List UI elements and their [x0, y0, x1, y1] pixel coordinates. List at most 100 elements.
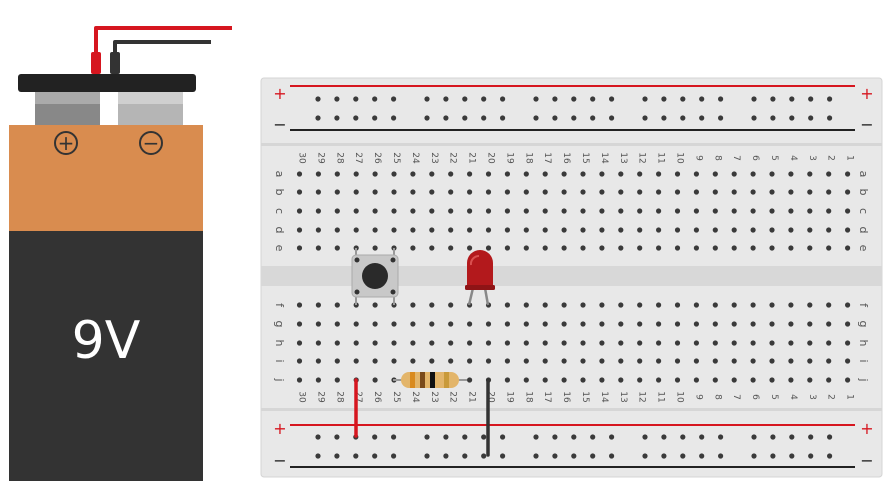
hole[interactable] — [731, 377, 737, 383]
hole[interactable] — [315, 208, 321, 214]
hole[interactable] — [410, 245, 416, 251]
hole[interactable] — [334, 189, 340, 195]
hole[interactable] — [561, 245, 567, 251]
hole[interactable] — [807, 358, 813, 364]
hole[interactable] — [504, 302, 510, 308]
hole[interactable] — [448, 171, 454, 177]
hole[interactable] — [410, 227, 416, 233]
hole[interactable] — [712, 321, 718, 327]
hole[interactable] — [693, 171, 700, 177]
hole[interactable] — [571, 434, 577, 440]
hole[interactable] — [542, 227, 548, 233]
hole[interactable] — [826, 340, 832, 346]
hole[interactable] — [429, 171, 435, 177]
hole[interactable] — [552, 434, 558, 440]
hole[interactable] — [590, 96, 596, 102]
hole[interactable] — [353, 227, 359, 233]
hole[interactable] — [826, 189, 832, 195]
hole[interactable] — [661, 453, 667, 459]
hole[interactable] — [637, 377, 643, 383]
hole[interactable] — [410, 208, 416, 214]
hole[interactable] — [315, 321, 321, 327]
hole[interactable] — [680, 453, 686, 459]
hole[interactable] — [845, 171, 851, 177]
hole[interactable] — [769, 302, 775, 308]
hole[interactable] — [788, 340, 794, 346]
hole[interactable] — [334, 377, 340, 383]
hole[interactable] — [424, 96, 430, 102]
hole[interactable] — [808, 96, 814, 102]
hole[interactable] — [372, 115, 378, 121]
hole[interactable] — [618, 377, 624, 383]
hole[interactable] — [448, 340, 454, 346]
hole[interactable] — [699, 453, 705, 459]
hole[interactable] — [712, 171, 718, 177]
hole[interactable] — [372, 208, 378, 214]
hole[interactable] — [807, 208, 813, 214]
hole[interactable] — [410, 321, 416, 327]
hole[interactable] — [769, 377, 775, 383]
hole[interactable] — [827, 96, 833, 102]
hole[interactable] — [561, 321, 567, 327]
hole[interactable] — [845, 358, 851, 364]
hole[interactable] — [485, 171, 492, 177]
hole[interactable] — [372, 171, 378, 177]
hole[interactable] — [731, 245, 737, 251]
hole[interactable] — [845, 302, 851, 308]
hole[interactable] — [693, 208, 700, 214]
hole[interactable] — [807, 377, 813, 383]
hole[interactable] — [693, 321, 700, 327]
hole[interactable] — [353, 96, 359, 102]
hole[interactable] — [429, 321, 435, 327]
hole[interactable] — [618, 340, 624, 346]
hole[interactable] — [637, 340, 643, 346]
hole[interactable] — [618, 245, 624, 251]
hole[interactable] — [827, 115, 833, 121]
hole[interactable] — [500, 453, 506, 459]
hole[interactable] — [599, 171, 605, 177]
hole[interactable] — [637, 358, 643, 364]
hole[interactable] — [296, 245, 303, 251]
hole[interactable] — [674, 302, 681, 308]
hole[interactable] — [656, 377, 662, 383]
hole[interactable] — [826, 321, 832, 327]
hole[interactable] — [827, 434, 833, 440]
hole[interactable] — [561, 189, 567, 195]
hole[interactable] — [674, 377, 681, 383]
hole[interactable] — [523, 302, 529, 308]
hole[interactable] — [674, 227, 681, 233]
hole[interactable] — [789, 453, 795, 459]
hole[interactable] — [580, 340, 586, 346]
hole[interactable] — [391, 208, 397, 214]
hole[interactable] — [485, 321, 492, 327]
hole[interactable] — [789, 434, 795, 440]
wire-red-battery-to-rail[interactable] — [94, 26, 232, 62]
hole[interactable] — [315, 115, 321, 121]
hole[interactable] — [504, 189, 510, 195]
hole[interactable] — [353, 208, 359, 214]
hole[interactable] — [448, 189, 454, 195]
hole[interactable] — [637, 245, 643, 251]
hole[interactable] — [533, 434, 539, 440]
hole[interactable] — [429, 340, 435, 346]
hole[interactable] — [467, 377, 473, 383]
hole[interactable] — [334, 208, 340, 214]
hole[interactable] — [637, 321, 643, 327]
hole[interactable] — [807, 189, 813, 195]
hole[interactable] — [391, 96, 397, 102]
hole[interactable] — [807, 171, 813, 177]
hole[interactable] — [334, 434, 340, 440]
hole[interactable] — [561, 340, 567, 346]
hole[interactable] — [372, 189, 378, 195]
hole[interactable] — [571, 115, 577, 121]
hole[interactable] — [642, 453, 648, 459]
hole[interactable] — [674, 321, 681, 327]
hole[interactable] — [807, 227, 813, 233]
hole[interactable] — [372, 377, 378, 383]
hole[interactable] — [656, 208, 662, 214]
hole[interactable] — [391, 115, 397, 121]
hole[interactable] — [590, 434, 596, 440]
hole[interactable] — [372, 321, 378, 327]
hole[interactable] — [674, 171, 681, 177]
hole[interactable] — [599, 245, 605, 251]
